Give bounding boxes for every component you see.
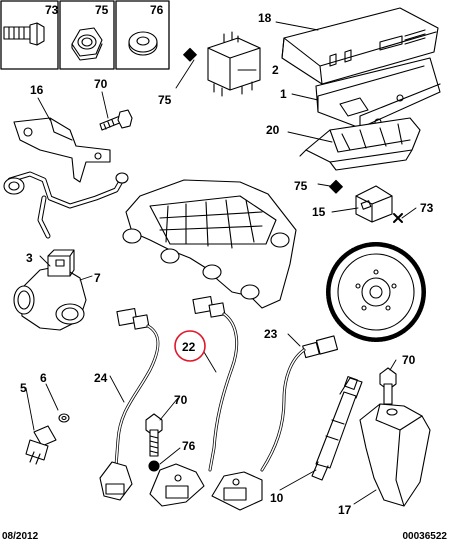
seal-6	[58, 413, 70, 423]
callout-16: 16	[30, 83, 44, 97]
egr-valve	[13, 249, 87, 331]
sensor-23	[211, 335, 339, 511]
callout-15: 15	[312, 205, 326, 219]
footer-date: 08/2012	[2, 531, 39, 542]
fixing-marker-icon	[329, 179, 343, 194]
callout-22: 22	[182, 340, 196, 354]
sensor-5	[25, 425, 57, 465]
callout-22-highlight: 22	[174, 330, 206, 362]
callout-75-header: 75	[95, 3, 109, 17]
callout-76-header: 76	[150, 3, 164, 17]
header-box-75: 75	[59, 0, 115, 70]
support-bracket	[13, 117, 111, 183]
callout-76: 76	[182, 439, 196, 453]
ecu-support	[299, 117, 421, 171]
bolt-70-top	[99, 109, 133, 131]
callouts: 18 2 75 1 20 16 70 75 15 73 3 7 22 23 24…	[20, 11, 434, 517]
callout-70: 70	[402, 353, 416, 367]
flywheel	[326, 242, 426, 342]
bolt-70-center	[145, 413, 163, 457]
callout-3: 3	[26, 251, 33, 265]
sensor-24	[99, 307, 160, 501]
callout-1: 1	[280, 87, 287, 101]
callout-5: 5	[20, 381, 27, 395]
ecu-unit	[281, 7, 439, 85]
callout-2: 2	[272, 63, 279, 77]
relay	[207, 31, 261, 97]
callout-20: 20	[266, 123, 280, 137]
callout-70: 70	[174, 393, 188, 407]
hex-nut-icon	[71, 27, 103, 61]
callout-10: 10	[270, 491, 284, 505]
sensor-22	[149, 295, 239, 507]
header-box-73: 73	[0, 0, 59, 70]
cross-marker-icon	[393, 213, 403, 223]
callout-73: 73	[420, 201, 434, 215]
sensor-15	[355, 185, 393, 223]
fixing-marker-icon	[183, 47, 197, 62]
footer-reference: 00036522	[402, 531, 448, 542]
leader-lines	[25, 21, 417, 505]
callout-18: 18	[258, 11, 272, 25]
bolt-icon	[3, 22, 45, 46]
injector-clamp	[359, 403, 431, 507]
callout-7: 7	[94, 271, 101, 285]
injector	[311, 376, 363, 481]
callout-73-header: 73	[45, 3, 59, 17]
callout-75: 75	[158, 93, 172, 107]
washer-icon	[128, 31, 158, 56]
washer-76-icon	[148, 460, 160, 472]
header-box-76: 76	[115, 0, 170, 70]
callout-6: 6	[40, 371, 47, 385]
bolt-70-right	[379, 367, 397, 405]
callout-24: 24	[94, 371, 108, 385]
callout-23: 23	[264, 327, 278, 341]
callout-75: 75	[294, 179, 308, 193]
intake-manifold	[122, 179, 297, 309]
callout-70: 70	[94, 77, 108, 91]
ecu-bracket	[315, 57, 441, 129]
egr-pipe	[3, 171, 129, 239]
callout-17: 17	[338, 503, 352, 517]
